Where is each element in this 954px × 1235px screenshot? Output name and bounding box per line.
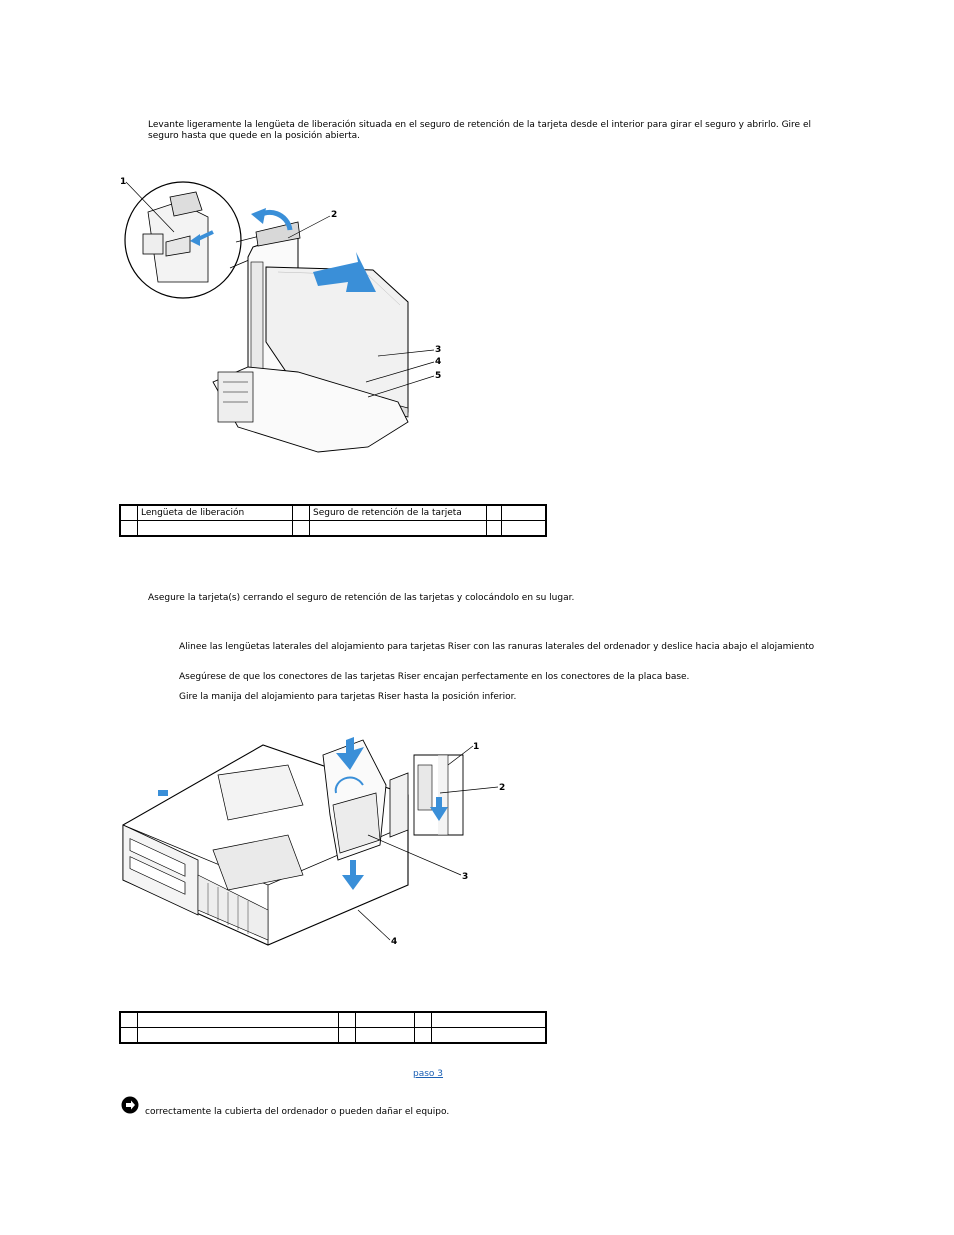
fig2-callout-1: 1 (473, 742, 479, 752)
legend-cell (431, 1027, 547, 1044)
figure1-legend-table: Lengüeta de liberación Seguro de retenci… (119, 504, 547, 537)
legend-cell (501, 504, 547, 521)
legend-cell: Seguro de retención de la tarjeta (309, 504, 487, 521)
legend-cell (119, 1027, 138, 1044)
callout-3: 3 (435, 345, 441, 355)
figure2-legend-table (119, 1011, 547, 1044)
legend-cell: Lengüeta de liberación (137, 504, 293, 521)
table-row: Lengüeta de liberación Seguro de retenci… (119, 504, 547, 521)
step-align-text: Alinee las lengüetas laterales del aloja… (179, 642, 815, 652)
legend-cell (338, 1011, 356, 1028)
callout-5: 5 (435, 371, 441, 381)
notice-icon (121, 1096, 139, 1114)
legend-cell (119, 504, 138, 521)
fig2-callout-4: 4 (391, 937, 397, 947)
legend-cell (355, 1027, 415, 1044)
callout-1: 1 (120, 177, 126, 187)
legend-cell (355, 1011, 415, 1028)
legend-cell (309, 520, 487, 537)
table-row (119, 1027, 547, 1044)
legend-cell (137, 1011, 339, 1028)
table-row (119, 520, 547, 537)
legend-cell (431, 1011, 547, 1028)
fig2-callout-2: 2 (499, 783, 505, 793)
callout-2: 2 (331, 210, 337, 220)
legend-cell (137, 520, 293, 537)
legend-cell (119, 520, 138, 537)
legend-cell (292, 504, 310, 521)
step-handle-text: Gire la manija del alojamiento para tarj… (179, 692, 517, 702)
legend-cell (137, 1027, 339, 1044)
legend-cell (414, 1011, 432, 1028)
legend-cell (414, 1027, 432, 1044)
step-connectors-text: Asegúrese de que los conectores de las t… (179, 672, 690, 682)
legend-cell (486, 504, 502, 521)
legend-cell (119, 1011, 138, 1028)
legend-cell (486, 520, 502, 537)
card-retention-latch-illustration: 1 2 3 4 5 (120, 177, 441, 453)
callout-4: 4 (435, 357, 441, 367)
step-secure-card-text: Asegure la tarjeta(s) cerrando el seguro… (148, 593, 575, 603)
legend-cell (292, 520, 310, 537)
legend-cell (338, 1027, 356, 1044)
fig2-callout-3: 3 (462, 872, 468, 882)
riser-cage-install-illustration: 1 2 3 4 (122, 737, 505, 947)
step-3-link[interactable]: paso 3 (413, 1069, 444, 1079)
step-lift-tab-text: Levante ligeramente la lengüeta de liber… (148, 120, 811, 141)
notice-text: correctamente la cubierta del ordenador … (145, 1107, 450, 1117)
table-row (119, 1011, 547, 1028)
legend-cell (501, 520, 547, 537)
